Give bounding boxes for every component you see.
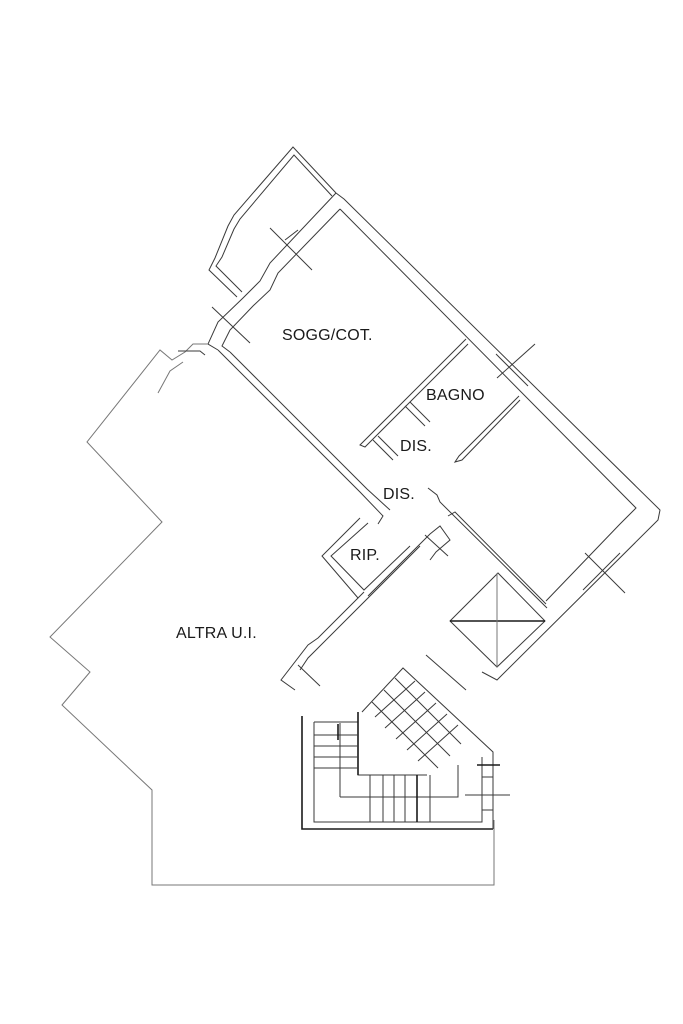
room-label-dis-lower: DIS. xyxy=(383,486,415,503)
room-label-rip: RIP. xyxy=(350,547,380,564)
room-label-altra-ui: ALTRA U.I. xyxy=(176,625,257,642)
room-label-bagno: BAGNO xyxy=(426,387,485,404)
window-marks xyxy=(211,227,626,691)
apartment-outer-walls xyxy=(49,192,661,886)
bagno-walls xyxy=(359,338,521,463)
lift-shaft xyxy=(449,572,546,668)
stair-treads-diagonal xyxy=(371,677,462,769)
room-label-sogg: SOGG/COT. xyxy=(282,327,373,344)
balcony-wall xyxy=(208,146,337,298)
room-label-dis-upper: DIS. xyxy=(400,438,432,455)
staircase xyxy=(301,667,510,830)
